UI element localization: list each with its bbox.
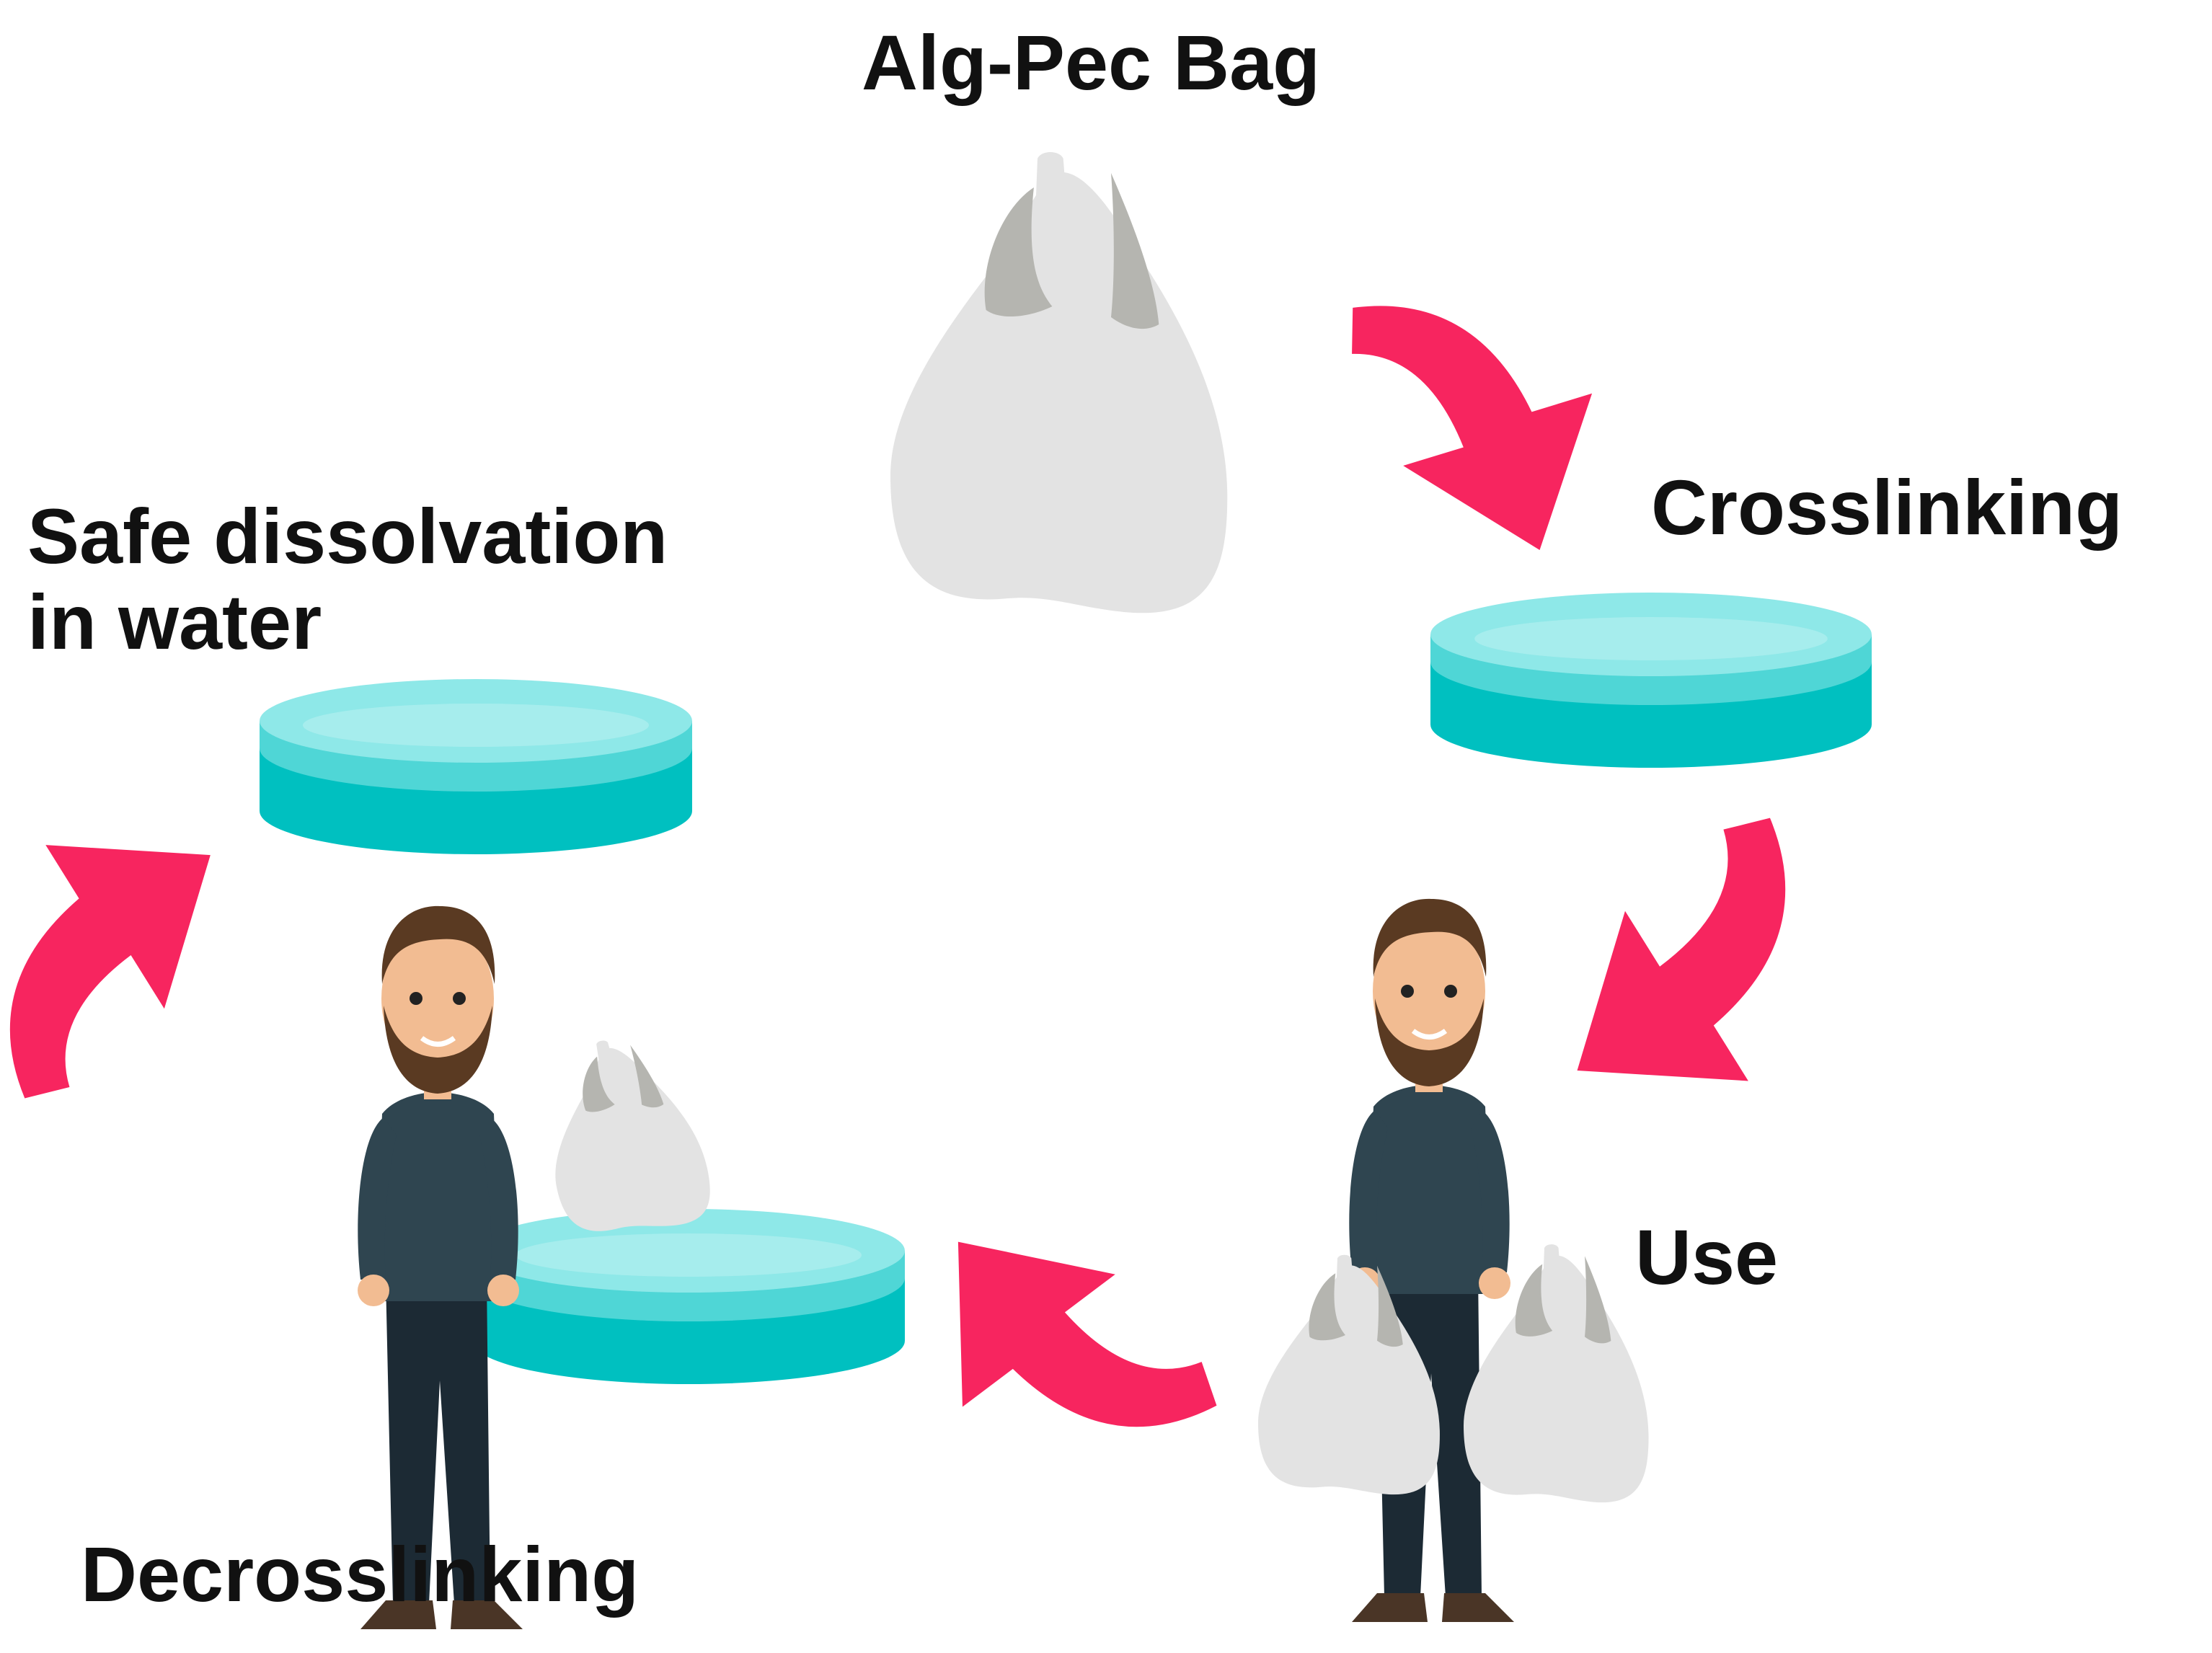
label-safe-line-1: Safe dissolvation xyxy=(27,492,668,580)
dish-icon xyxy=(472,1209,905,1384)
label-use: Use xyxy=(1635,1213,1779,1300)
arrow-icon xyxy=(0,825,211,1123)
bag-icon xyxy=(890,152,1228,613)
dish-icon xyxy=(260,679,692,854)
arrow-icon xyxy=(943,1241,1229,1435)
dish-icon xyxy=(1430,593,1872,768)
person-icon xyxy=(358,906,523,1629)
label-safe-line-2: in water xyxy=(27,577,322,665)
label-safe-dissolvation: Safe dissolvation in water xyxy=(27,492,668,665)
arrow-icon xyxy=(1293,281,1611,550)
bag-icon xyxy=(530,1028,717,1243)
label-crosslinking: Crosslinking xyxy=(1651,464,2123,551)
person-icon xyxy=(1349,899,1514,1622)
label-decrosslinking: Decrosslinking xyxy=(81,1530,640,1618)
label-alg-pec-bag: Alg-Pec Bag xyxy=(862,19,1321,106)
arrow-icon xyxy=(1577,792,1800,1102)
